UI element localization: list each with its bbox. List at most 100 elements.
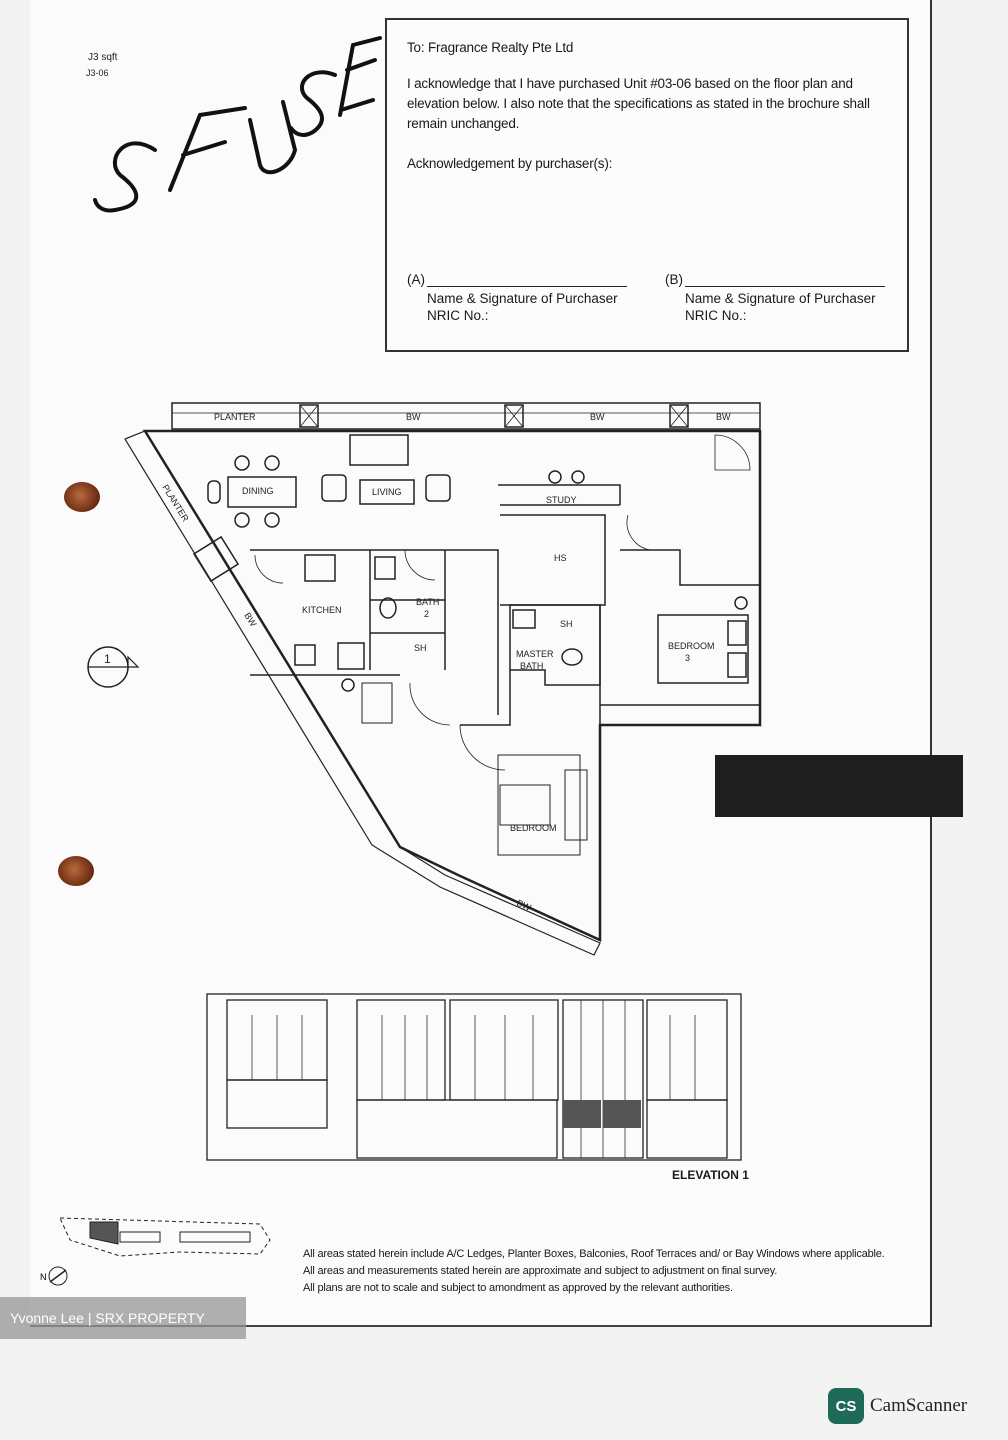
elevation-panel-3: [646, 1099, 728, 1159]
bedroom3-door-swing: [626, 514, 651, 551]
camscanner-logo-icon: CS: [828, 1388, 864, 1424]
note-line-3: All plans are not to scale and subject t…: [303, 1282, 733, 1294]
camscanner-name: CamScanner: [870, 1395, 968, 1416]
dining-table: [227, 476, 297, 508]
north-arrow-circle: [48, 1266, 68, 1286]
purchaser-a-name-label: Name & Signature of Purchaser: [427, 291, 618, 306]
label-section-ref: 1: [104, 652, 111, 666]
label-study: STUDY: [546, 495, 577, 505]
elevation-panel-2: [356, 1099, 558, 1159]
purchaser-a-nric-label: NRIC No.:: [427, 308, 489, 323]
purchaser-a-marker: (A): [407, 272, 425, 287]
label-kitchen: KITCHEN: [302, 605, 342, 615]
label-master-bath-2: BATH: [520, 661, 543, 671]
purchaser-a-block: (A) Name & Signature of Purchaser NRIC N…: [407, 272, 627, 323]
camscanner-brand: CS CamScanner: [828, 1388, 967, 1424]
site-block-2: [179, 1231, 251, 1243]
elevation-window-group-4: [646, 999, 728, 1101]
side-pillar: [192, 535, 240, 583]
highlighted-unit-block: [89, 1221, 119, 1245]
unit-outline: [142, 429, 762, 942]
bedroom3-side-walls: [599, 605, 760, 725]
ack-body-line-1: I acknowledge that I have purchased Unit…: [407, 76, 853, 91]
top-pillar-3: [669, 404, 689, 428]
dining-chair-end: [207, 480, 221, 504]
label-sh-master: SH: [560, 619, 573, 629]
label-bedroom: BEDROOM: [510, 823, 557, 833]
bedroom-wardrobe: [564, 769, 588, 841]
pillar-crosses: [299, 404, 689, 428]
label-living: LIVING: [372, 487, 402, 497]
kitchen-sink: [304, 554, 336, 582]
elevation-mullions: [251, 1015, 696, 1100]
label-bw-1: BW: [406, 412, 421, 422]
top-planter-strip: [171, 402, 761, 430]
disclaimer-notes: All areas stated herein include A/C Ledg…: [303, 1246, 885, 1297]
corner-unit-note: J3-06: [86, 68, 109, 78]
north-arrow: [49, 1269, 67, 1283]
elevation-drawing: [206, 993, 742, 1161]
toilet: [379, 597, 397, 619]
bath2-basin: [374, 556, 396, 580]
section-ref-arrow: [88, 655, 140, 668]
study-chair: [571, 470, 585, 484]
punch-hole-top: [64, 482, 100, 512]
label-planter-top: PLANTER: [214, 412, 256, 422]
bedroom3-bed: [657, 614, 749, 684]
label-sh: SH: [414, 643, 427, 653]
key-plan: N: [40, 1217, 271, 1286]
punch-hole-bottom: [58, 856, 94, 886]
dining-chair: [264, 455, 280, 471]
label-bw-bottom: BW: [515, 898, 533, 913]
study-walls: [498, 484, 621, 506]
top-pillar-2: [504, 404, 524, 428]
corridor-wall: [460, 670, 511, 726]
master-basin: [512, 609, 536, 629]
bedside-lamp: [734, 596, 748, 610]
bedroom-door-swing: [459, 724, 506, 771]
label-master-bath-1: MASTER: [516, 649, 554, 659]
bed-pillow: [727, 620, 747, 646]
elevation-panel-1: [226, 1079, 328, 1129]
label-bath2: BATH: [416, 597, 439, 607]
elevation-core-lines: [580, 1000, 626, 1158]
label-bw-2: BW: [590, 412, 605, 422]
purchaser-b-marker: (B): [665, 272, 683, 287]
elevation-outline: [206, 993, 742, 1161]
elevation-window-group-3: [449, 999, 559, 1101]
dining-chair: [264, 512, 280, 528]
watermark-agent: Yvonne Lee | SRX PROPERTY: [0, 1297, 246, 1339]
purchaser-b-block: (B) Name & Signature of Purchaser NRIC N…: [665, 272, 885, 323]
purchaser-a-signature-line: [427, 286, 627, 287]
ack-by-heading: Acknowledgement by purchaser(s):: [407, 156, 613, 171]
entrance-door-swing: [714, 434, 751, 471]
hall-door-swing: [409, 682, 451, 726]
bed-pillow: [727, 652, 747, 678]
purchaser-b-name-label: Name & Signature of Purchaser: [685, 291, 876, 306]
label-bw-3: BW: [716, 412, 731, 422]
elevation-window-group-2: [356, 999, 446, 1101]
hs-room: [500, 514, 606, 606]
armchair-right: [425, 474, 451, 502]
label-dining: DINING: [242, 486, 274, 496]
purchaser-b-nric-label: NRIC No.:: [685, 308, 747, 323]
label-planter-side: PLANTER: [160, 483, 191, 524]
kitchen-hob: [337, 642, 365, 670]
elevation-stair-hatch: [563, 1100, 641, 1128]
label-bedroom3-number: 3: [685, 653, 690, 663]
bath2-door-swing: [404, 549, 436, 581]
dining-chair: [234, 455, 250, 471]
ack-body-line-3: remain unchanged.: [407, 116, 520, 131]
ack-body-line-2: elevation below. I also note that the sp…: [407, 96, 870, 111]
north-label: N: [40, 1272, 47, 1282]
study-chair: [548, 470, 562, 484]
label-bedroom3: BEDROOM: [668, 641, 715, 651]
top-pillar-1: [299, 404, 319, 428]
bath2-walls: [370, 550, 446, 670]
acknowledgement-box: To: Fragrance Realty Pte Ltd I acknowled…: [385, 18, 909, 352]
bedroom3-top-wall: [620, 549, 760, 586]
ack-addressee: To: Fragrance Realty Pte Ltd: [407, 40, 574, 55]
redacted-stamp: [715, 755, 963, 817]
master-bath: [509, 604, 601, 686]
site-block-1: [119, 1231, 161, 1243]
